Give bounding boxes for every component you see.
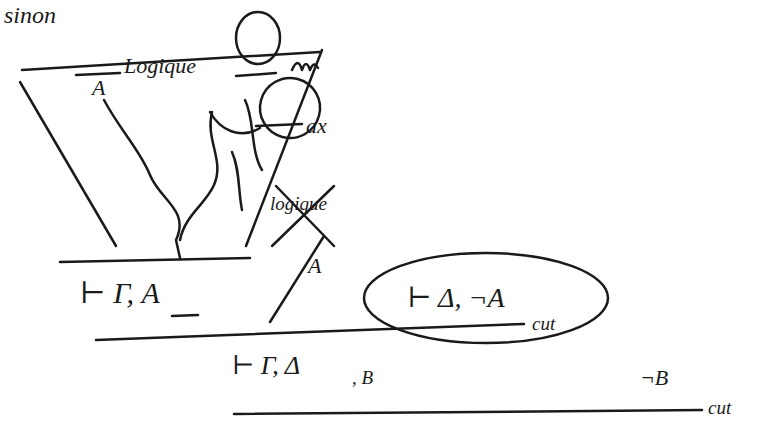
formula-label: , B — [352, 368, 373, 389]
formula-label: ¬B — [640, 366, 668, 390]
oval-outline — [364, 253, 608, 343]
formula-label: A — [308, 254, 321, 278]
rule-name: cut — [708, 398, 731, 419]
rule-line — [96, 324, 524, 340]
note-word: sinon — [4, 2, 56, 28]
oval-highlight: ⊢ Δ, ¬A — [361, 250, 611, 346]
rule-line — [234, 410, 702, 414]
rule-name: cut — [532, 314, 555, 335]
circle-mark — [249, 67, 331, 149]
rule-line — [60, 258, 250, 262]
sequent: ⊢ Δ, ¬A — [407, 283, 504, 314]
thread — [245, 100, 262, 170]
sequent: ⊢ Γ, Δ — [232, 352, 300, 381]
thread — [180, 112, 217, 240]
rule-name: ax — [306, 114, 327, 138]
thread — [232, 152, 242, 210]
rule-name: logique — [270, 194, 327, 215]
rule-line — [76, 73, 120, 75]
tree-border — [270, 236, 324, 322]
underline — [172, 315, 198, 316]
circle-mark — [236, 12, 280, 64]
thread — [104, 100, 180, 258]
rule-line — [236, 73, 276, 76]
rule-line — [256, 124, 302, 126]
tree-border — [20, 82, 116, 246]
tree-border — [246, 50, 322, 246]
sequent: ⊢ Γ, A — [80, 276, 160, 309]
formula-label: A — [92, 76, 105, 100]
rule-name: Logique — [124, 54, 196, 78]
